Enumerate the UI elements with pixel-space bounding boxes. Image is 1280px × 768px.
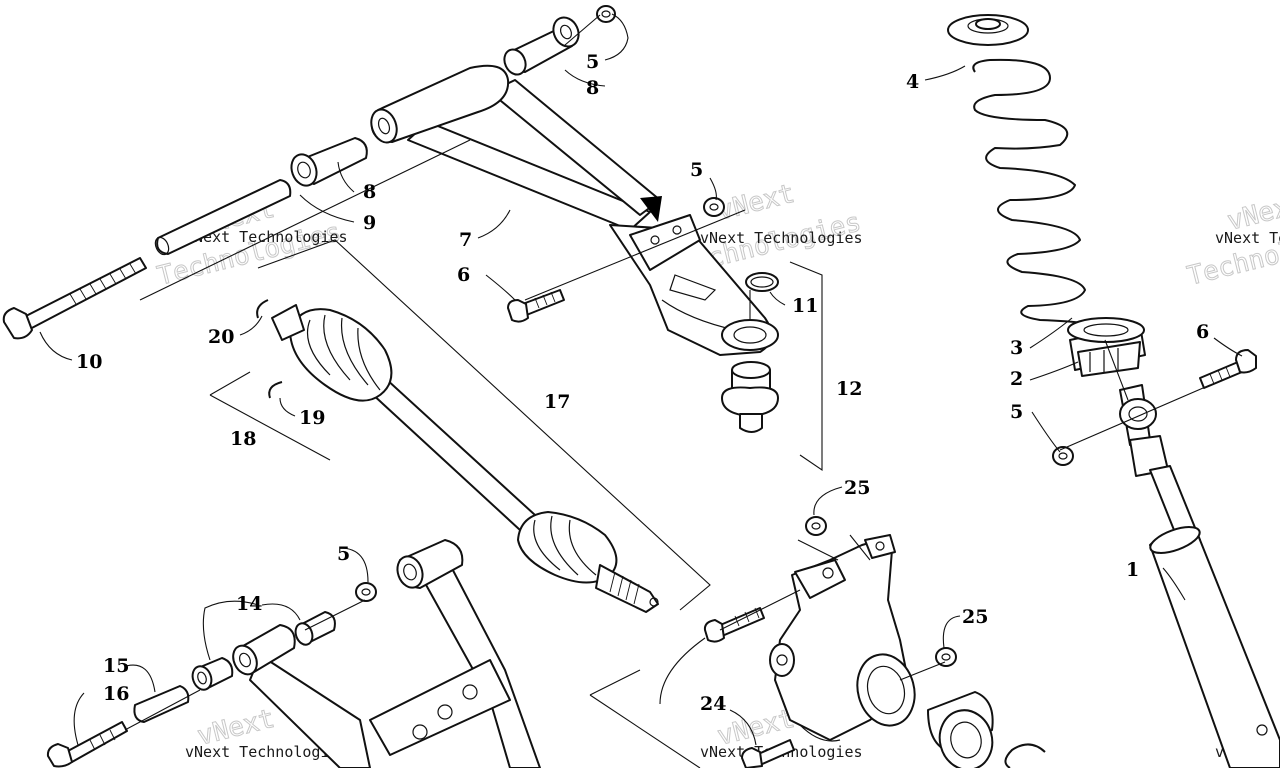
callout-cv-axle: 17	[544, 391, 570, 413]
callout-nut-shock: 5	[1010, 401, 1023, 423]
bushing-upper-rear	[290, 137, 368, 187]
callout-nut-upper-arm: 5	[690, 159, 703, 181]
callout-upper-a-arm: 7	[459, 229, 472, 251]
callout-bolt-upper-arm: 6	[457, 264, 470, 286]
nut-shock-mount	[1052, 446, 1074, 466]
callout-knuckle-nut-lower: 25	[962, 606, 988, 628]
clip-inner	[256, 299, 269, 319]
bolt-knuckle-lower	[741, 739, 795, 768]
snap-ring	[745, 272, 779, 292]
nut-knuckle-lower	[935, 647, 957, 667]
callout-clip-inner: 20	[208, 326, 234, 348]
callout-shock-absorber: 1	[1126, 559, 1139, 581]
shock-absorber	[1119, 384, 1280, 768]
callout-knuckle-bolts: 24	[700, 693, 726, 715]
coil-spring	[972, 58, 1106, 331]
spring-retainer-top	[947, 14, 1029, 46]
sleeve-lower	[133, 685, 190, 723]
callout-lower-bolt: 16	[103, 683, 129, 705]
nut-knuckle-upper	[805, 516, 827, 536]
nut-upper-arm	[703, 197, 725, 217]
watermark-caption: vNext Technologies	[700, 229, 863, 247]
callout-snap-ring: 11	[792, 295, 818, 317]
lower-a-arm	[232, 539, 541, 768]
bolt-lower-arm	[46, 721, 128, 768]
callout-long-bolt: 10	[76, 351, 102, 373]
watermark-caption: vNext Technologies	[185, 228, 348, 246]
callout-lower-bushings: 14	[236, 593, 262, 615]
sleeve-spacer	[154, 179, 292, 256]
callout-leaders	[39, 13, 1243, 746]
callout-ball-joint: 12	[836, 378, 862, 400]
ball-joint	[721, 361, 779, 433]
callout-spring-retainer: 4	[906, 71, 919, 93]
bolt-upper-arm	[507, 289, 565, 323]
callout-spring-seat: 3	[1010, 337, 1023, 359]
watermark-caption: vNext Technologies	[1215, 229, 1280, 247]
bushing-upper-front	[503, 16, 580, 76]
clip-retaining	[268, 381, 283, 399]
callout-bushing-rear: 8	[363, 181, 376, 203]
bolt-long	[2, 257, 147, 340]
nut-lower-arm	[355, 582, 377, 602]
callout-clip-kit: 18	[230, 428, 256, 450]
callout-lower-sleeve: 15	[103, 655, 129, 677]
bushing-lower-rear	[191, 657, 234, 691]
cv-axle	[271, 304, 659, 613]
callout-bolt-shock: 6	[1196, 321, 1209, 343]
bearing-snap-ring	[1004, 743, 1046, 768]
steering-knuckle	[769, 534, 916, 742]
bolt-knuckle-upper	[703, 607, 765, 643]
wheel-bearing	[927, 691, 994, 768]
callout-clip-retaining: 19	[299, 407, 325, 429]
upper-a-arm	[370, 64, 779, 356]
callout-nut-lower-arm: 5	[337, 543, 350, 565]
callout-sleeve: 9	[363, 212, 376, 234]
bolt-shock-mount	[1199, 349, 1257, 389]
watermark-line1: vNext	[714, 179, 797, 227]
callout-bushing-front: 8	[586, 77, 599, 99]
spring-adjuster	[1077, 341, 1141, 377]
nut-top	[596, 5, 616, 23]
assembly-lines	[124, 14, 1211, 768]
watermark-caption: vNext Technologies	[185, 743, 348, 761]
callout-labels: 1 2 3 4 5 5 5 5 6 6 7 8 8 9 10 11 12 14 …	[76, 51, 1209, 715]
callout-spring-adjuster: 2	[1010, 368, 1023, 390]
callout-knuckle-nut-upper: 25	[844, 477, 870, 499]
callout-nut-top: 5	[586, 51, 599, 73]
